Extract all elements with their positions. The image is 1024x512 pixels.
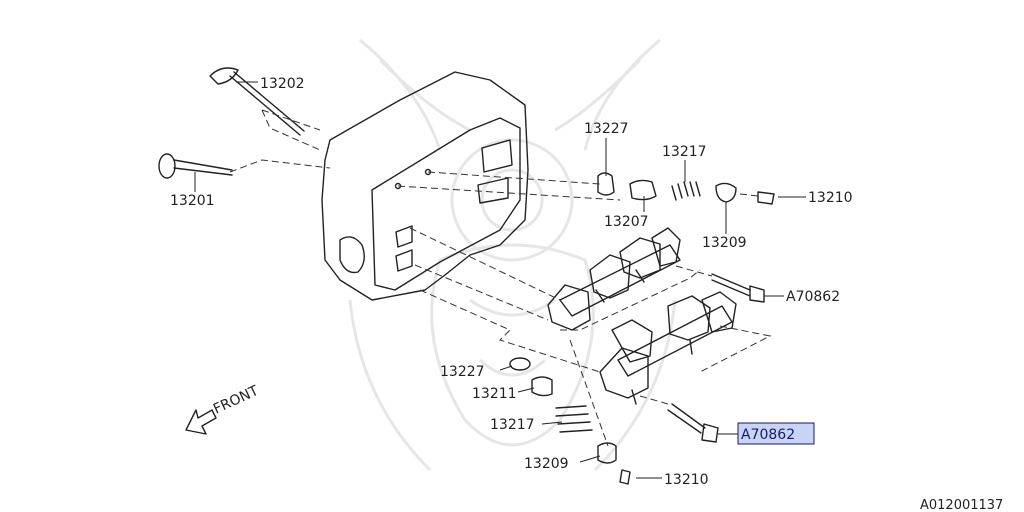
assembly-lines bbox=[229, 109, 772, 447]
front-label: FRONT bbox=[211, 383, 262, 418]
upper-valve-parts bbox=[597, 172, 775, 205]
callout-13207[interactable]: 13207 bbox=[604, 214, 649, 230]
callout-13217-lower[interactable]: 13217 bbox=[490, 417, 535, 433]
front-arrow-icon bbox=[185, 409, 217, 435]
callout-13201[interactable]: 13201 bbox=[170, 193, 215, 209]
highlight-box bbox=[737, 422, 815, 445]
lower-valve-parts bbox=[509, 357, 631, 485]
intake-valve bbox=[158, 153, 233, 179]
callout-a70862-upper[interactable]: A70862 bbox=[786, 289, 840, 305]
bolt-upper bbox=[711, 273, 765, 303]
cylinder-head bbox=[321, 71, 529, 301]
callout-13209-lower[interactable]: 13209 bbox=[524, 456, 569, 472]
callout-13210-lower[interactable]: 13210 bbox=[664, 472, 709, 488]
callout-13227-lower[interactable]: 13227 bbox=[440, 364, 485, 380]
callout-13217-upper[interactable]: 13217 bbox=[662, 144, 707, 160]
callout-13210-upper[interactable]: 13210 bbox=[808, 190, 853, 206]
leader-lines bbox=[194, 81, 806, 479]
callout-13211[interactable]: 13211 bbox=[472, 386, 517, 402]
bolt-lower bbox=[667, 403, 719, 443]
callout-13227-upper[interactable]: 13227 bbox=[584, 121, 629, 137]
callout-a70862-lower[interactable]: A70862 bbox=[741, 427, 795, 443]
drawing-id: A012001137 bbox=[920, 498, 1003, 512]
lower-rocker-assembly bbox=[599, 291, 737, 405]
callout-labels: 13202 13201 13227 13217 13207 13209 1321… bbox=[170, 76, 853, 488]
callout-13209-upper[interactable]: 13209 bbox=[702, 235, 747, 251]
callout-13202[interactable]: 13202 bbox=[260, 76, 305, 92]
upper-rocker-assembly bbox=[547, 227, 681, 331]
callout-a70862-lower-highlighted[interactable]: A70862 bbox=[737, 422, 815, 445]
watermark-emblem bbox=[348, 38, 677, 472]
